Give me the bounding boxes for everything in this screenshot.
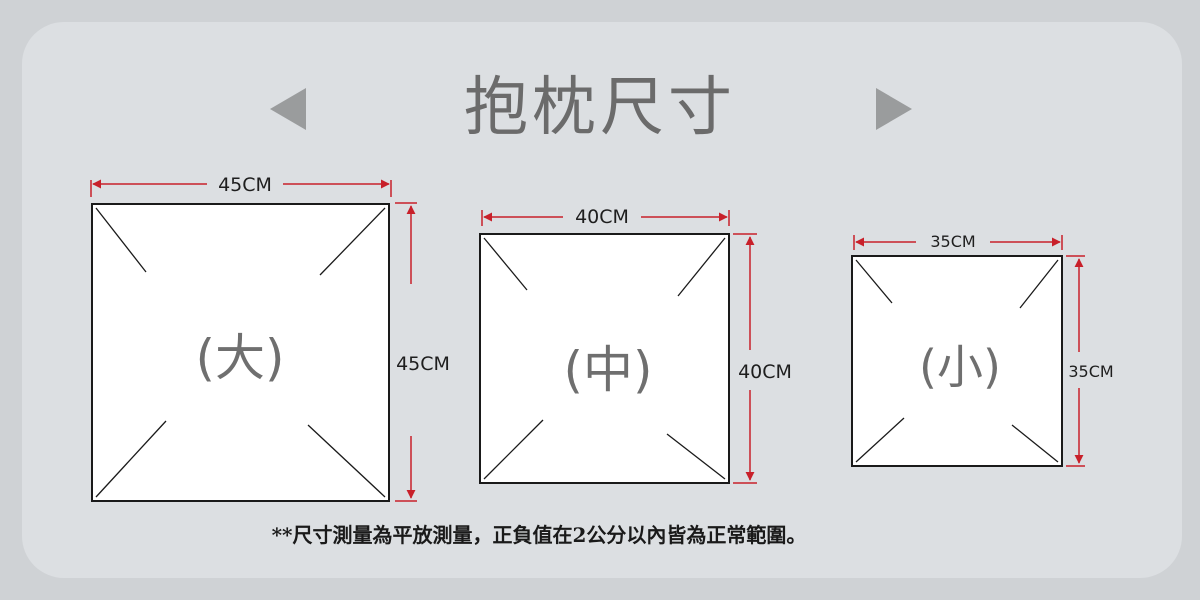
triangle-left-icon (270, 88, 306, 130)
pillow-large-width: 45CM (218, 174, 272, 196)
pillow-medium-corner-lines (483, 237, 726, 480)
pillow-medium: (中) 40CM 40CM (479, 206, 792, 484)
pillow-medium-label: (中) (563, 341, 652, 399)
pillow-small-width: 35CM (930, 232, 975, 251)
measurement-note: **尺寸測量為平放測量，正負值在2公分以內皆為正常範圍。 (0, 520, 1200, 550)
pillow-large-corner-lines (95, 207, 386, 498)
prev-button[interactable] (268, 86, 308, 132)
next-button[interactable] (874, 86, 914, 132)
pillow-large: (大) 45CM 45CM (90, 174, 450, 502)
measurement-note-text: **尺寸測量為平放測量，正負值在2公分以內皆為正常範圍。 (271, 523, 807, 547)
pillow-large-outline (91, 203, 390, 502)
pillow-medium-height: 40CM (738, 361, 792, 383)
pillow-large-label: (大) (195, 329, 284, 387)
pillow-small-height: 35CM (1068, 362, 1113, 381)
pillow-medium-width: 40CM (575, 206, 629, 228)
pillow-small-label: (小) (919, 340, 1001, 394)
pillow-small: (小) 35CM 35CM (851, 232, 1114, 467)
pillow-small-corner-lines (855, 259, 1059, 463)
pillow-small-outline (851, 255, 1063, 467)
triangle-right-icon (876, 88, 912, 130)
pillow-large-height: 45CM (396, 353, 450, 375)
page-title: 抱枕尺寸 (464, 71, 736, 145)
